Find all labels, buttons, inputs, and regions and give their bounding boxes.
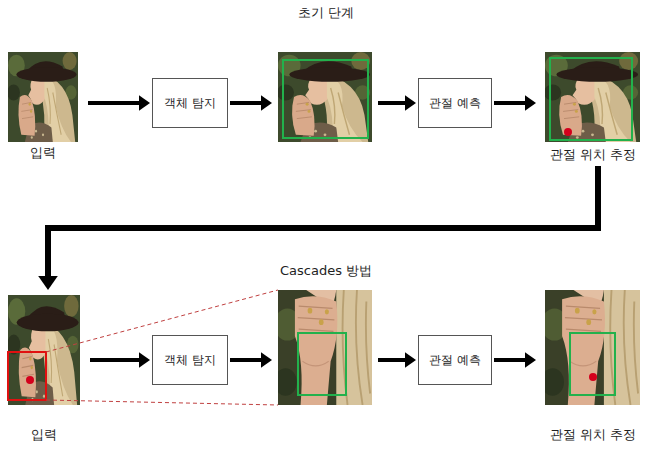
image-panel: 입력 — [0, 52, 86, 162]
arrow-line — [88, 101, 140, 105]
arrow-line — [90, 358, 140, 362]
flow-arrow — [88, 95, 150, 110]
stage-label: Cascades 방법 — [280, 262, 372, 280]
process-box: 관절 예측 — [418, 78, 492, 128]
image-panel: 관절 위치 추정 — [538, 52, 648, 164]
arrow-line — [48, 166, 598, 277]
arrowhead — [38, 276, 58, 290]
arrowhead — [405, 352, 416, 367]
arrow-line — [230, 358, 262, 362]
arrow-line — [378, 358, 406, 362]
image-caption: 입력 — [30, 144, 56, 162]
image-caption: 입력 — [31, 426, 57, 444]
box-label: 객체 탐지 — [164, 95, 216, 112]
image-panel: 관절 위치 추정 — [538, 290, 648, 444]
image-caption: 관절 위치 추정 — [550, 146, 636, 164]
box-label: 객체 탐지 — [164, 352, 216, 369]
arrowhead — [261, 352, 272, 367]
arrow-line — [494, 101, 526, 105]
image-panel: 입력 — [0, 292, 88, 444]
flow-arrow — [230, 352, 416, 367]
arrowhead — [139, 352, 150, 367]
flow-arrow — [494, 95, 536, 110]
arrowhead — [525, 95, 536, 110]
arrow-line — [494, 358, 526, 362]
image-caption: 관절 위치 추정 — [550, 426, 636, 444]
process-box: 객체 탐지 — [152, 78, 228, 128]
arrowhead — [405, 95, 416, 110]
flow-arrow — [494, 352, 536, 367]
process-box: 객체 탐지 — [152, 335, 228, 385]
process-box: 관절 예측 — [418, 335, 492, 385]
arrowhead — [261, 95, 272, 110]
flow-arrow — [38, 166, 598, 290]
box-label: 관절 예측 — [429, 95, 481, 112]
flow-arrow — [90, 352, 150, 367]
diagram-title: 초기 단계 — [298, 4, 354, 22]
arrowhead — [139, 95, 150, 110]
box-label: 관절 예측 — [429, 352, 481, 369]
arrow-line — [230, 101, 262, 105]
flow-arrow — [230, 95, 416, 110]
arrow-line — [378, 101, 406, 105]
arrowhead — [525, 352, 536, 367]
